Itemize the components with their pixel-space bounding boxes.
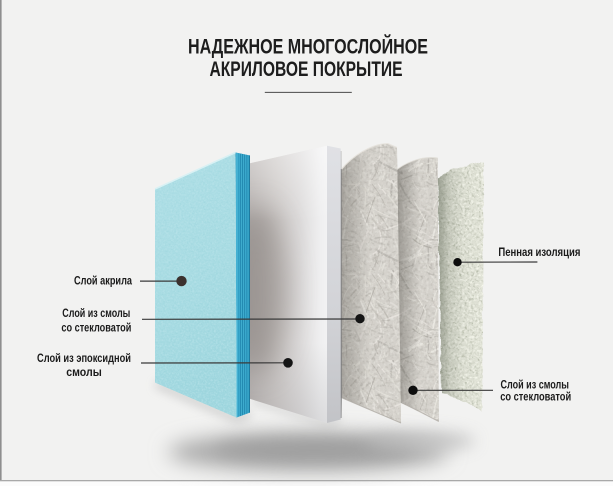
svg-text:смолы: смолы: [66, 367, 102, 379]
svg-text:Слой из эпоксидной: Слой из эпоксидной: [37, 353, 131, 365]
svg-text:Слой из смолы: Слой из смолы: [501, 380, 570, 392]
svg-text:со стекловатой: со стекловатой: [61, 322, 131, 334]
svg-text:НАДЕЖНОЕ МНОГОСЛОЙНОЕ: НАДЕЖНОЕ МНОГОСЛОЙНОЕ: [188, 33, 428, 58]
svg-text:Пенная изоляция: Пенная изоляция: [498, 247, 580, 259]
svg-text:со стекловатой: со стекловатой: [500, 392, 571, 404]
svg-text:АКРИЛОВОЕ ПОКРЫТИЕ: АКРИЛОВОЕ ПОКРЫТИЕ: [210, 57, 403, 81]
svg-text:Слой из смолы: Слой из смолы: [62, 308, 130, 320]
svg-text:Слой акрила: Слой акрила: [74, 276, 132, 288]
